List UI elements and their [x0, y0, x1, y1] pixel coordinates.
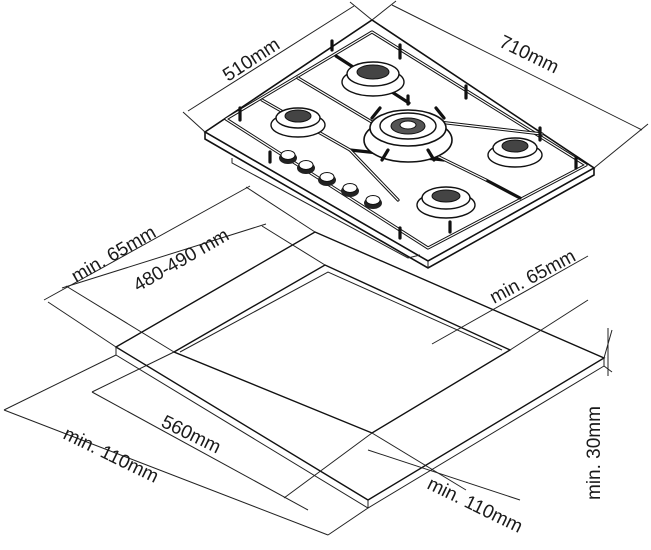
hob-dimension-lines	[182, 0, 649, 169]
control-knobs	[279, 150, 382, 209]
burner-back-left	[341, 61, 405, 97]
knob	[364, 195, 382, 209]
worktop-cutout-illustration	[3, 185, 613, 536]
burner-front	[416, 186, 476, 219]
worktop-thickness-label: min. 30mm	[584, 406, 605, 500]
hob-width-label: 710mm	[496, 32, 562, 79]
knob	[297, 160, 315, 174]
knob	[318, 172, 336, 186]
hob-depth-label: 510mm	[219, 34, 284, 86]
knob	[341, 183, 359, 197]
cutout-width-label: 560mm	[158, 412, 224, 459]
burner-wok-center	[363, 94, 453, 163]
cutout-dimension-lines	[3, 185, 613, 536]
clearance-front-label: min. 110mm	[424, 474, 526, 538]
burner-right	[487, 137, 543, 168]
clearance-right-label: min. 65mm	[486, 246, 579, 309]
clearance-left-label: min. 110mm	[60, 424, 162, 488]
knob	[279, 150, 297, 164]
burner-left	[270, 107, 326, 138]
gas-hob-illustration	[182, 0, 649, 269]
